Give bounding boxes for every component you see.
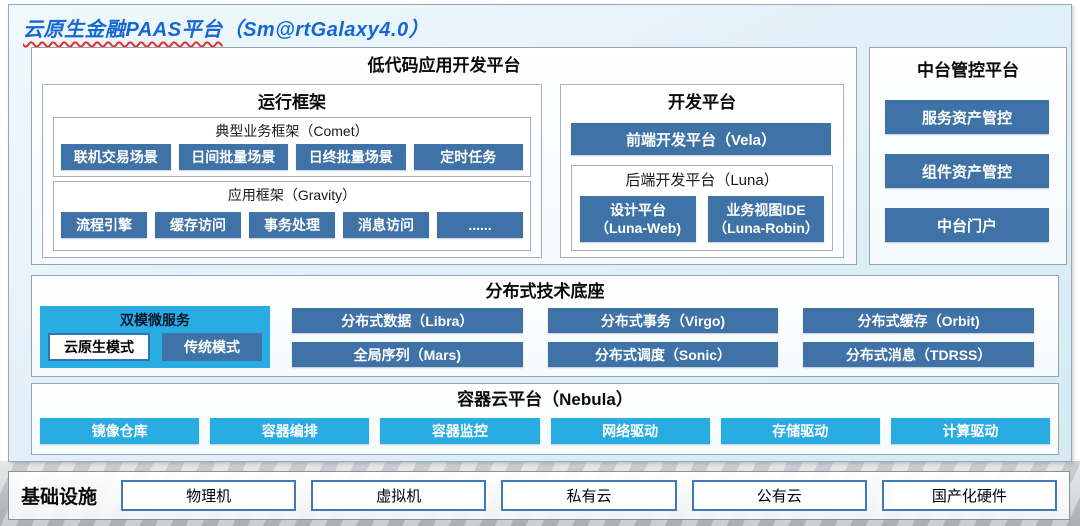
- block-message-access: 消息访问: [343, 212, 429, 238]
- dev-platform-title: 开发平台: [668, 93, 736, 112]
- block-frontend-vela: 前端开发平台（Vela）: [571, 123, 831, 155]
- luna-items-row: 设计平台 （Luna-Web) 业务视图IDE （Luna-Robin）: [580, 196, 824, 242]
- block-cloud-native-mode: 云原生模式: [48, 333, 150, 361]
- runtime-framework-box: 运行框架 典型业务框架（Comet） 联机交易场景 日间批量场景 日终批量场景 …: [42, 84, 542, 258]
- block-container-orchestration: 容器编排: [210, 418, 370, 444]
- block-cache-access: 缓存访问: [155, 212, 241, 238]
- block-daytime-batch: 日间批量场景: [178, 144, 288, 170]
- comet-framework-box: 典型业务框架（Comet） 联机交易场景 日间批量场景 日终批量场景 定时任务: [53, 117, 531, 177]
- comet-items-row: 联机交易场景 日间批量场景 日终批量场景 定时任务: [61, 144, 523, 170]
- comet-framework-title: 典型业务框架（Comet）: [215, 123, 369, 139]
- block-service-asset-control: 服务资产管控: [885, 100, 1049, 134]
- luna-robin-line1: 业务视图IDE: [726, 201, 806, 218]
- block-distributed-scheduling-sonic: 分布式调度（Sonic）: [547, 342, 779, 367]
- block-process-engine: 流程引擎: [61, 212, 147, 238]
- luna-backend-box: 后端开发平台（Luna） 设计平台 （Luna-Web) 业务视图IDE （Lu…: [571, 165, 833, 251]
- block-physical-machine: 物理机: [121, 480, 297, 511]
- page-title-main: 云原生金融PAAS平台: [23, 19, 223, 41]
- block-domestic-hardware: 国产化硬件: [881, 480, 1058, 511]
- luna-web-line1: 设计平台: [610, 201, 666, 218]
- block-ellipsis: ......: [437, 212, 523, 238]
- block-distributed-message-tdrss: 分布式消息（TDRSS）: [803, 342, 1034, 367]
- infrastructure-items-row: 物理机 虚拟机 私有云 公有云 国产化硬件: [121, 480, 1058, 511]
- block-scheduled-task: 定时任务: [413, 144, 523, 170]
- block-virtual-machine: 虚拟机: [311, 480, 487, 511]
- gravity-items-row: 流程引擎 缓存访问 事务处理 消息访问 ......: [61, 212, 523, 238]
- block-global-sequence-mars: 全局序列（Mars): [292, 342, 523, 367]
- distributed-base-box: 分布式技术底座 双模微服务 云原生模式 传统模式 分布式数据（Libra） 分布…: [31, 275, 1059, 377]
- midplatform-title: 中台管控平台: [917, 61, 1019, 80]
- block-luna-web: 设计平台 （Luna-Web): [580, 196, 696, 242]
- block-storage-driver: 存储驱动: [720, 418, 880, 444]
- container-cloud-title: 容器云平台（Nebula）: [457, 390, 633, 409]
- block-endofday-batch: 日终批量场景: [296, 144, 406, 170]
- block-distributed-cache-orbit: 分布式缓存（Orbit): [803, 308, 1034, 333]
- distributed-base-title: 分布式技术底座: [485, 282, 605, 301]
- main-architecture-container: 云原生金融PAAS平台（Sm@rtGalaxy4.0） 低代码应用开发平台 运行…: [8, 4, 1072, 462]
- block-distributed-data-libra: 分布式数据（Libra）: [292, 308, 523, 333]
- luna-web-line2: （Luna-Web): [594, 220, 682, 236]
- block-image-registry: 镜像仓库: [40, 418, 200, 444]
- dual-mode-microservice-box: 双模微服务 云原生模式 传统模式: [40, 306, 270, 368]
- block-compute-driver: 计算驱动: [890, 418, 1051, 444]
- container-cloud-items-row: 镜像仓库 容器编排 容器监控 网络驱动 存储驱动 计算驱动: [40, 418, 1051, 444]
- page-title-version: （Sm@rtGalaxy4.0）: [222, 19, 430, 41]
- runtime-framework-title: 运行框架: [258, 93, 326, 112]
- block-distributed-transaction-virgo: 分布式事务（Virgo): [547, 308, 779, 333]
- dual-mode-title: 双模微服务: [120, 312, 190, 328]
- block-network-driver: 网络驱动: [550, 418, 710, 444]
- gravity-framework-box: 应用框架（Gravity） 流程引擎 缓存访问 事务处理 消息访问 ......: [53, 181, 531, 251]
- luna-backend-title: 后端开发平台（Luna）: [625, 172, 779, 189]
- block-container-monitoring: 容器监控: [380, 418, 540, 444]
- lowcode-platform-box: 低代码应用开发平台 运行框架 典型业务框架（Comet） 联机交易场景 日间批量…: [31, 47, 857, 265]
- block-private-cloud: 私有云: [501, 480, 677, 511]
- midplatform-box: 中台管控平台 服务资产管控 组件资产管控 中台门户: [869, 47, 1067, 265]
- block-traditional-mode: 传统模式: [162, 333, 262, 361]
- luna-robin-line2: （Luna-Robin）: [713, 220, 819, 236]
- block-midplatform-portal: 中台门户: [885, 208, 1049, 242]
- container-cloud-box: 容器云平台（Nebula） 镜像仓库 容器编排 容器监控 网络驱动 存储驱动 计…: [31, 383, 1059, 455]
- infrastructure-title: 基础设施: [21, 487, 98, 508]
- page-title: 云原生金融PAAS平台（Sm@rtGalaxy4.0）: [23, 13, 429, 42]
- block-online-transaction: 联机交易场景: [61, 144, 171, 170]
- lowcode-platform-title: 低代码应用开发平台: [367, 56, 521, 75]
- infrastructure-box: 基础设施 物理机 虚拟机 私有云 公有云 国产化硬件: [8, 471, 1070, 520]
- block-luna-robin: 业务视图IDE （Luna-Robin）: [708, 196, 824, 242]
- block-component-asset-control: 组件资产管控: [885, 154, 1049, 188]
- block-public-cloud: 公有云: [691, 480, 867, 511]
- block-transaction-processing: 事务处理: [249, 212, 335, 238]
- dev-platform-box: 开发平台 前端开发平台（Vela） 后端开发平台（Luna） 设计平台 （Lun…: [560, 84, 844, 258]
- distributed-items-grid: 分布式数据（Libra） 分布式事务（Virgo) 分布式缓存（Orbit) 全…: [292, 308, 1034, 367]
- gravity-framework-title: 应用框架（Gravity）: [227, 187, 357, 203]
